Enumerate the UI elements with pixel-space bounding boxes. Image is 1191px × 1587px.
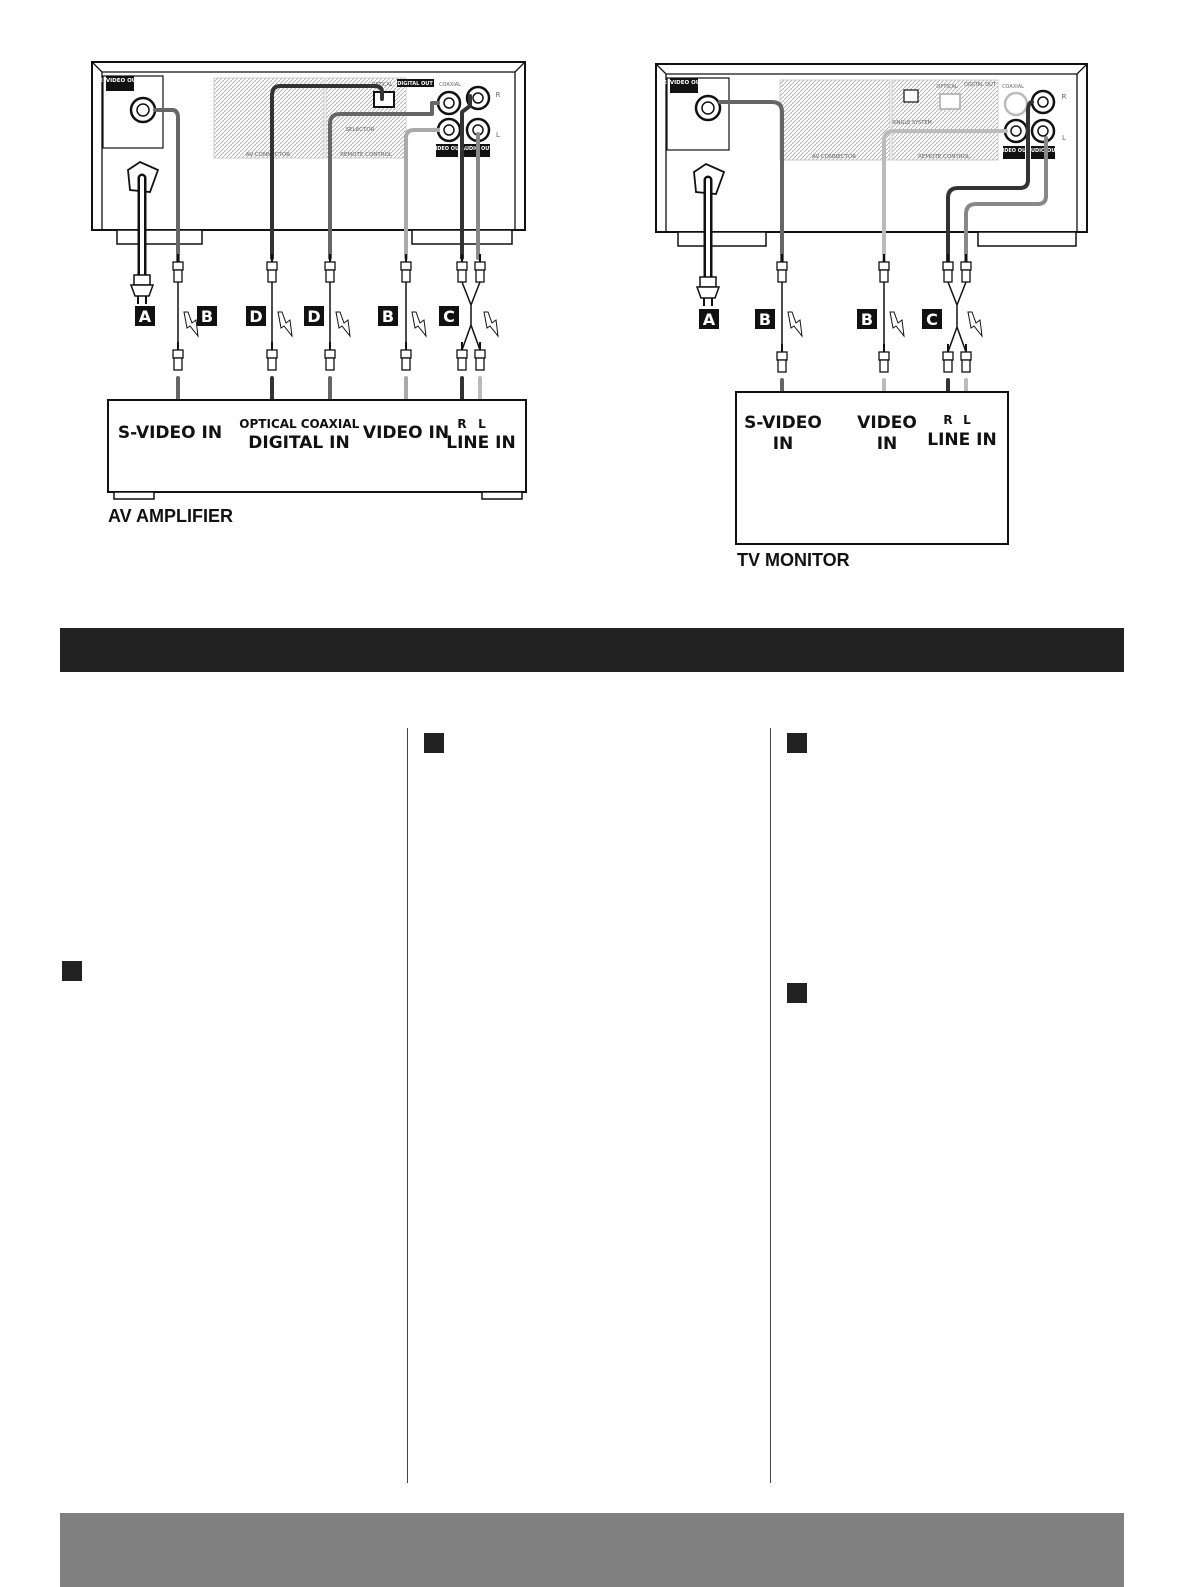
section-marker-square — [787, 733, 807, 753]
column-divider-left — [407, 728, 408, 1483]
panel-label-coaxial: COAXIAL — [1002, 84, 1024, 90]
column-divider-right — [770, 728, 771, 1483]
input-label-l: L — [963, 413, 971, 427]
input-label-line-in: LINE IN — [927, 430, 996, 450]
tv-monitor-box: S-VIDEO IN VIDEO IN R L LINE IN — [735, 391, 1009, 545]
badge-d: D — [249, 307, 262, 326]
player-rear-panel-right: S-VIDEO OUT AV CONNECTOR REMOTE CONTROL … — [655, 63, 1088, 247]
panel-label-l: L — [1062, 134, 1066, 142]
av-amplifier-box: S-VIDEO IN OPTICAL COAXIAL DIGITAL IN VI… — [107, 399, 527, 500]
panel-label-video-out: VIDEO OUT — [431, 146, 463, 152]
panel-label-av-connector: AV CONNECTOR — [246, 152, 290, 158]
badge-c: C — [926, 310, 938, 329]
panel-label-r: R — [1062, 93, 1067, 101]
input-label-video: VIDEO — [857, 413, 917, 433]
right-diagram: S-VIDEO OUT AV CONNECTOR REMOTE CONTROL … — [655, 63, 1088, 570]
section-marker-square — [62, 961, 82, 981]
cable-badges-right: A B B C — [699, 309, 983, 337]
panel-label-s-video-out: S-VIDEO OUT — [100, 78, 140, 84]
badge-b: B — [861, 310, 873, 329]
badge-a: A — [703, 310, 716, 329]
player-rear-panel-left: S-VIDEO OUT AV CONNECTOR REMOTE CONTROL … — [91, 61, 526, 245]
panel-label-video-out: VIDEO OUT — [998, 148, 1030, 154]
section-header-bar — [60, 628, 1124, 672]
panel-label-digital-out: DIGITAL OUT — [397, 81, 433, 87]
badge-b: B — [759, 310, 771, 329]
panel-label-s-video-out: S-VIDEO OUT — [664, 80, 704, 86]
input-label-s-video: S-VIDEO — [744, 413, 822, 433]
plugs-right — [695, 253, 972, 373]
input-label-s-video-in: IN — [773, 434, 794, 454]
badge-a: A — [139, 307, 152, 326]
input-label-s-video-in: S-VIDEO IN — [118, 423, 222, 443]
input-label-r: R — [457, 417, 466, 431]
input-label-l: L — [478, 417, 486, 431]
badge-d: D — [307, 307, 320, 326]
connection-diagram: S-VIDEO OUT AV CONNECTOR REMOTE CONTROL … — [91, 61, 1088, 570]
panel-label-audio-out: AUDIO OUT — [1027, 148, 1059, 154]
panel-label-optical: OPTICAL — [936, 84, 957, 90]
input-label-r: R — [943, 413, 952, 427]
panel-label-r: R — [496, 91, 501, 99]
device-caption-av-amplifier: AV AMPLIFIER — [108, 506, 233, 526]
badge-b: B — [382, 307, 394, 326]
input-label-video-in: IN — [877, 434, 898, 454]
panel-label-l: L — [496, 131, 500, 139]
section-marker-square — [787, 983, 807, 1003]
panel-label-coaxial: COAXIAL — [439, 82, 461, 88]
badge-c: C — [443, 307, 455, 326]
section-marker-square — [424, 733, 444, 753]
panel-label-remote-control: REMOTE CONTROL — [340, 152, 393, 158]
input-label-video-in: VIDEO IN — [363, 423, 449, 443]
input-label-digital-in: DIGITAL IN — [248, 433, 349, 453]
badge-b: B — [201, 307, 213, 326]
input-label-coaxial: COAXIAL — [301, 417, 360, 431]
device-caption-tv-monitor: TV MONITOR — [737, 550, 850, 570]
panel-label-remote-control: REMOTE CONTROL — [918, 154, 971, 160]
footer-bar — [60, 1513, 1124, 1587]
input-label-line-in: LINE IN — [446, 433, 515, 453]
panel-label-single-system: SINGLE SYSTEM — [892, 120, 932, 126]
left-diagram: S-VIDEO OUT AV CONNECTOR REMOTE CONTROL … — [91, 61, 527, 526]
panel-label-av-connector: AV CONNECTOR — [812, 154, 856, 160]
panel-label-selector: SELECTOR — [346, 127, 375, 133]
plugs-left — [129, 253, 486, 371]
panel-label-optical: OPTICAL — [371, 82, 392, 88]
panel-label-digital-out: DIGITAL OUT — [964, 82, 997, 88]
input-label-optical: OPTICAL — [239, 417, 297, 431]
cable-badges-left: A B D D B C — [135, 306, 499, 337]
